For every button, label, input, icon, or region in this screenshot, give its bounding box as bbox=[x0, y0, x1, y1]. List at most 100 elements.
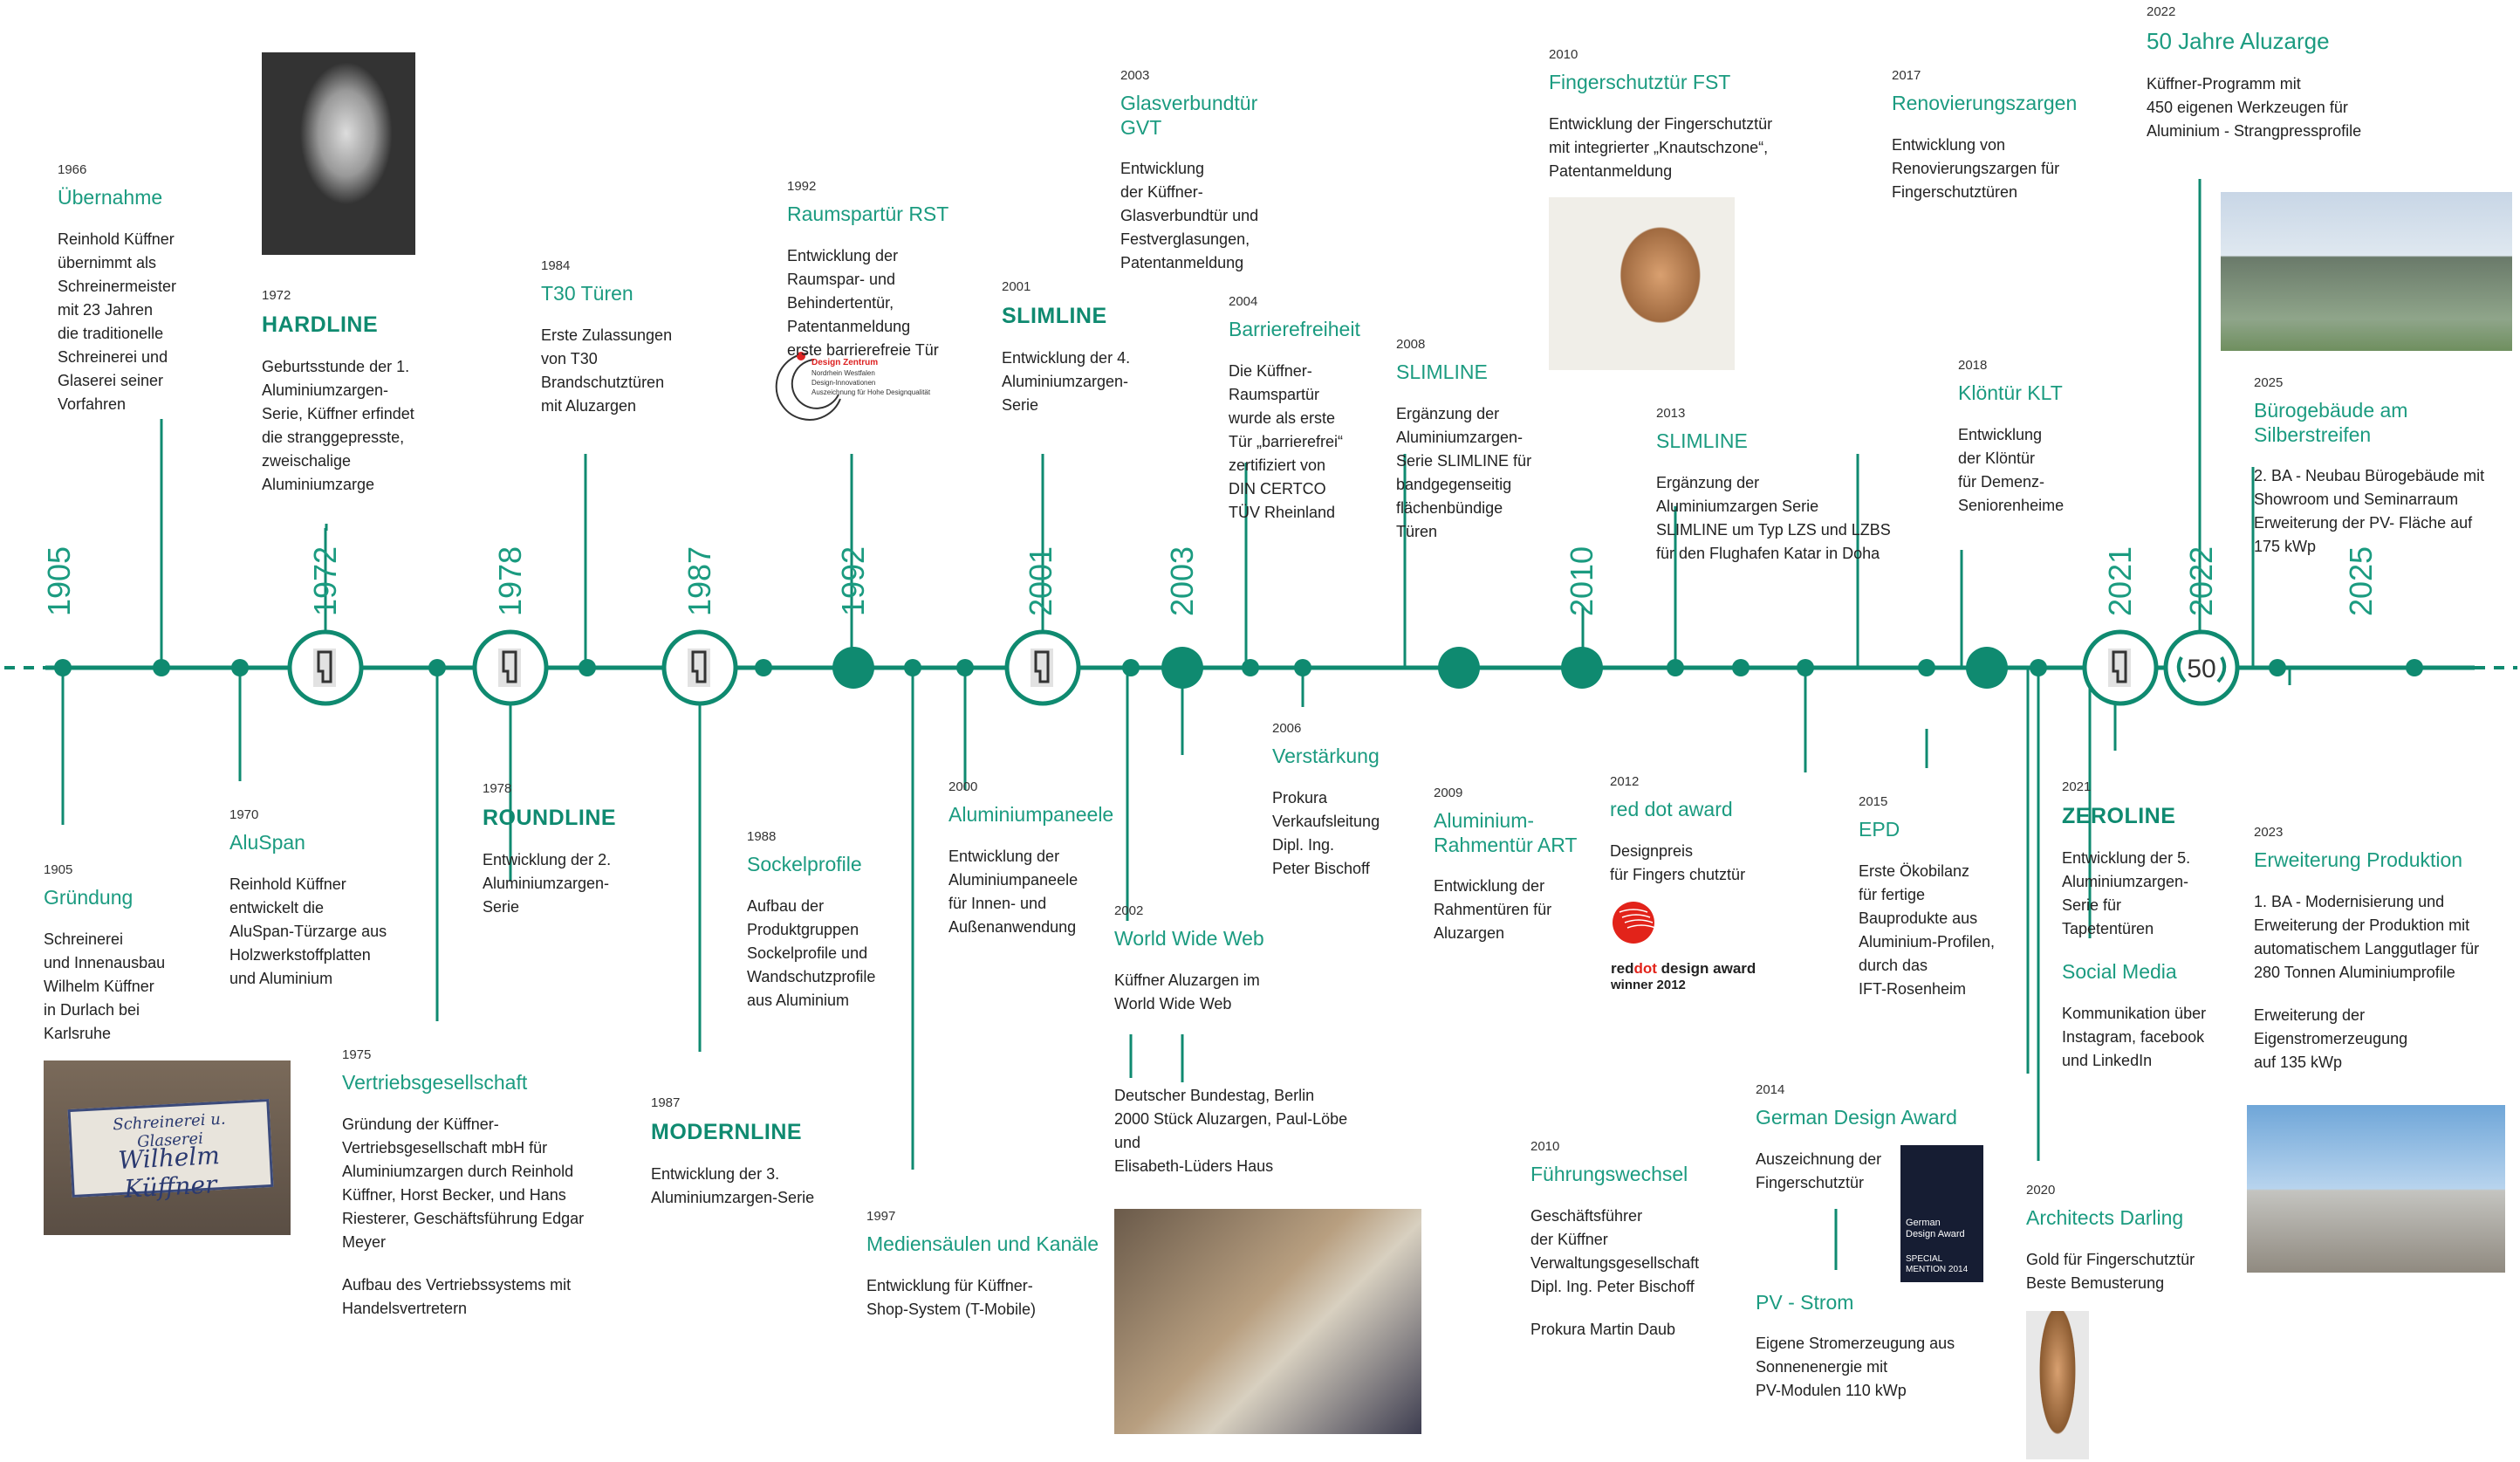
gda-text-3: MENTION 2014 bbox=[1906, 1265, 1969, 1274]
event-year: 2012 bbox=[1610, 774, 1640, 789]
dz-logo-text-0: Design Zentrum bbox=[811, 358, 879, 367]
event-text: Küffner Aluzargen im World Wide Web bbox=[1114, 971, 1260, 1012]
event-title: MODERNLINE bbox=[651, 1120, 803, 1144]
timeline-dot-17 bbox=[2406, 659, 2423, 676]
anniversary-node bbox=[2163, 629, 2240, 706]
event-text2: Eigene Stromerzeugung aus Sonnenenergie … bbox=[1756, 1335, 1955, 1400]
year-label-1905: 1905 bbox=[41, 546, 77, 617]
timeline-dot-9 bbox=[1242, 659, 1259, 676]
event-title: SLIMLINE bbox=[1002, 304, 1107, 328]
reddot-winner-text: winner 2012 bbox=[1611, 978, 1686, 992]
reddot-swirl-3 bbox=[1626, 924, 1656, 929]
year-label-1978: 1978 bbox=[492, 546, 528, 617]
event-title: red dot award bbox=[1610, 798, 1733, 820]
event-title: SLIMLINE bbox=[1396, 360, 1488, 383]
event-text: Entwicklung der Klöntür für Demenz- Seni… bbox=[1958, 425, 2065, 514]
event-text: Aufbau der Produktgruppen Sockelprofile … bbox=[747, 896, 876, 1009]
event-title: Barrierefreiheit bbox=[1229, 318, 1360, 340]
profile-icon-2 bbox=[691, 650, 707, 683]
event-text: Entwicklung der Raumspar- und Behinderte… bbox=[787, 246, 939, 359]
event-title: ROUNDLINE bbox=[483, 806, 617, 830]
portrait-photo bbox=[262, 52, 415, 255]
event-text: Ergänzung der Aluminiumzargen- Serie SLI… bbox=[1396, 404, 1532, 540]
event-title: Sockelprofile bbox=[747, 853, 862, 875]
event-year: 1987 bbox=[651, 1095, 681, 1110]
event-title: 50 Jahre Aluzarge bbox=[2147, 28, 2330, 54]
event-text2: Kommunikation über Instagram, facebook u… bbox=[2062, 1004, 2207, 1069]
event-year: 2003 bbox=[1120, 68, 1150, 83]
event-title: Klöntür KLT bbox=[1958, 381, 2063, 404]
event-title: German Design Award bbox=[1756, 1106, 1957, 1129]
event-year: 1905 bbox=[44, 862, 73, 877]
event-year: 2009 bbox=[1434, 786, 1463, 800]
event-text: Ergänzung der Aluminiumzargen Serie SLIM… bbox=[1656, 473, 1891, 562]
event-text: Auszeichnung der Fingerschutztür bbox=[1756, 1150, 1882, 1191]
office-photo bbox=[1114, 1209, 1421, 1434]
event-text2: Aufbau des Vertriebssystems mit Handelsv… bbox=[342, 1275, 572, 1317]
event-year: 2017 bbox=[1892, 68, 1921, 83]
event-year: 2025 bbox=[2254, 375, 2284, 390]
event-title: Fingerschutztür FST bbox=[1549, 71, 1731, 93]
event-year: 2020 bbox=[2026, 1183, 2056, 1198]
event-year: 2001 bbox=[1002, 279, 1031, 294]
event-year: 2000 bbox=[948, 779, 978, 794]
event-title2: Social Media bbox=[2062, 960, 2177, 983]
event-title: World Wide Web bbox=[1114, 927, 1264, 950]
milestone-dot-4 bbox=[1966, 647, 2008, 689]
event-text: Gründung der Küffner- Vertriebsgesellsch… bbox=[342, 1115, 585, 1251]
event-year: 2002 bbox=[1114, 903, 1144, 918]
milestone-dot-3 bbox=[1561, 647, 1603, 689]
event-text: 2. BA - Neubau Bürogebäude mit Showroom … bbox=[2254, 467, 2485, 556]
event-text: Erste Ökobilanz für fertige Bauprodukte … bbox=[1859, 861, 1996, 998]
dz-red-dot bbox=[797, 352, 805, 360]
event-year: 2008 bbox=[1396, 337, 1426, 352]
timeline-dot-5 bbox=[755, 659, 772, 676]
event-text: Geschäftsführer der Küffner Verwaltungsg… bbox=[1530, 1206, 1700, 1295]
event-title: Mediensäulen und Kanäle bbox=[866, 1232, 1099, 1255]
timeline-dot-12 bbox=[1732, 659, 1750, 676]
event-title: Aluminium- Rahmentür ART bbox=[1434, 809, 1578, 856]
profile-icon-1 bbox=[502, 650, 517, 683]
production-photo bbox=[2247, 1105, 2505, 1273]
event-year: 1997 bbox=[866, 1209, 896, 1224]
badge-50-text: 50 bbox=[2187, 655, 2215, 683]
event-title: Verstärkung bbox=[1272, 745, 1380, 767]
event-text: Gold für Fingerschutztür Beste Bemusteru… bbox=[2026, 1250, 2195, 1292]
event-text: Küffner-Programm mit 450 eigenen Werkzeu… bbox=[2147, 75, 2362, 141]
timeline-dot-10 bbox=[1294, 659, 1311, 676]
event-text: Geburtsstunde der 1. Aluminiumzargen- Se… bbox=[262, 358, 414, 493]
year-label-1972: 1972 bbox=[307, 546, 343, 617]
event-title: T30 Türen bbox=[541, 282, 633, 305]
year-label-1992: 1992 bbox=[835, 546, 871, 617]
year-label-2010: 2010 bbox=[1564, 546, 1599, 617]
year-label-2001: 2001 bbox=[1023, 546, 1058, 617]
event-year: 2015 bbox=[1859, 794, 1888, 809]
event-text2: Erweiterung der Eigenstromerzeugung auf … bbox=[2254, 1006, 2408, 1071]
event-text: Entwicklung für Küffner- Shop-System (T-… bbox=[866, 1276, 1037, 1318]
dz-arc-outer bbox=[775, 353, 841, 421]
timeline-dot-0 bbox=[54, 659, 72, 676]
event-year: 2013 bbox=[1656, 406, 1686, 421]
event-title2: PV - Strom bbox=[1756, 1290, 1854, 1314]
timeline-dot-4 bbox=[579, 659, 596, 676]
gda-text-1: Design Award bbox=[1906, 1229, 1965, 1239]
timeline-dot-15 bbox=[2030, 659, 2047, 676]
gda-text-2: SPECIAL bbox=[1906, 1254, 1943, 1264]
event-year: 2022 bbox=[2147, 4, 2176, 19]
event-text: Entwicklung der Rahmentüren für Aluzarge… bbox=[1434, 877, 1552, 943]
